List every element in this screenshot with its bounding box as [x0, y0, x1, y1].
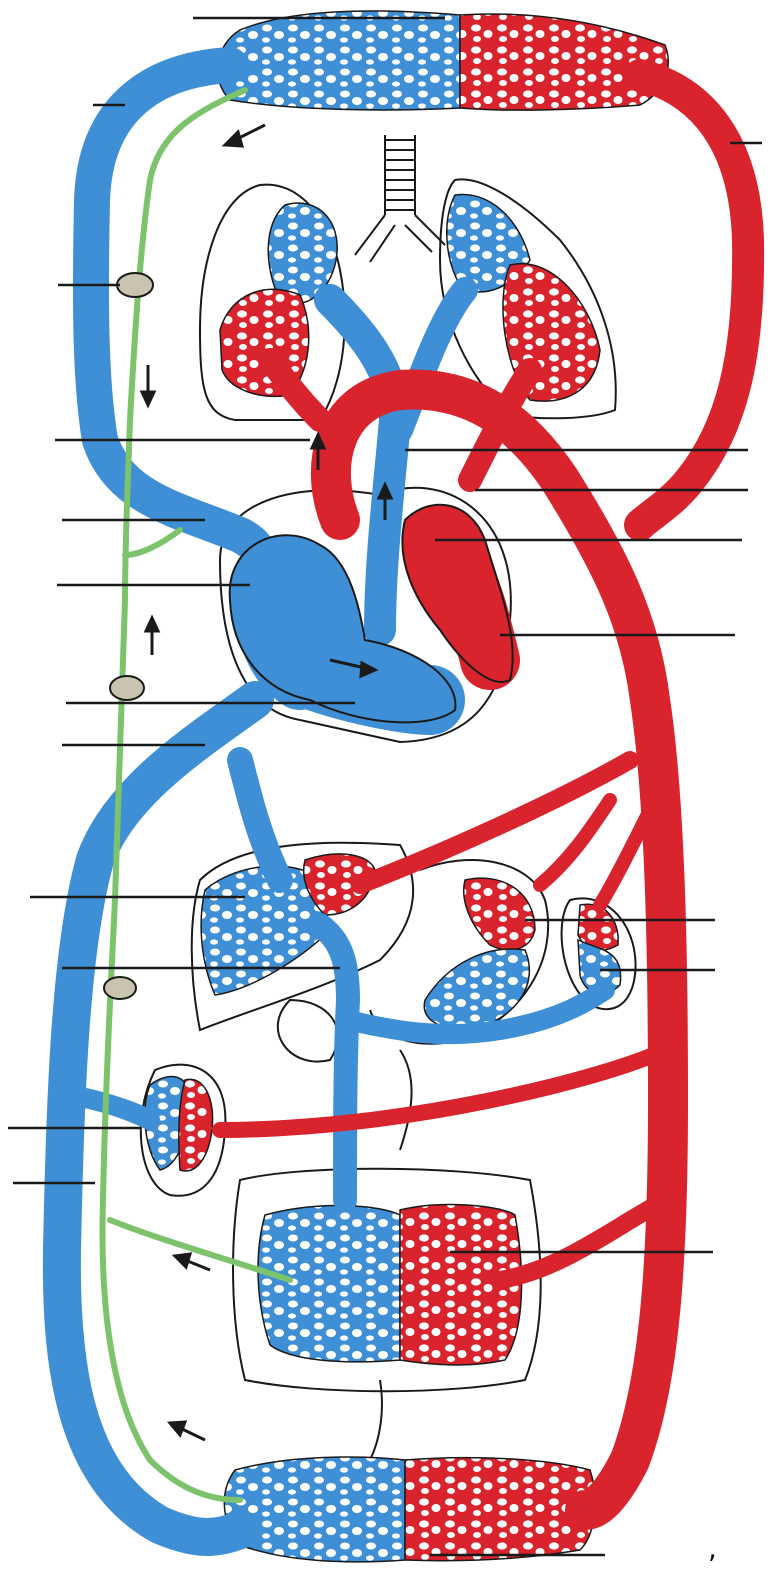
flow-arrow-icon: [142, 365, 154, 405]
left-heart-chambers: [402, 505, 512, 682]
pelvic-artery: [220, 1050, 665, 1130]
gastric-artery: [540, 800, 610, 885]
pelvic-capillaries-artery: [179, 1079, 213, 1171]
flow-arrow-icon: [170, 1422, 205, 1440]
renal-artery: [600, 810, 650, 905]
portal-vein: [320, 925, 348, 1200]
hepatic-vein: [240, 760, 280, 880]
mesenteric-artery: [500, 1200, 665, 1280]
flow-arrow-icon: [175, 1254, 210, 1270]
lymph-node-icon: [117, 273, 153, 297]
head-capillaries-vein: [218, 11, 460, 110]
flow-arrow-icon: [146, 618, 158, 655]
legs-capillaries-vein: [224, 1457, 405, 1562]
stomach-capillaries-artery: [464, 878, 535, 950]
trachea-icon: [355, 135, 445, 262]
lymph-node-icon: [104, 977, 136, 999]
flow-arrow-icon: [225, 125, 265, 146]
intestine-capillaries-vein: [258, 1206, 400, 1362]
caption-comma: ,: [708, 1532, 717, 1565]
lymph-node-icon: [110, 676, 144, 700]
